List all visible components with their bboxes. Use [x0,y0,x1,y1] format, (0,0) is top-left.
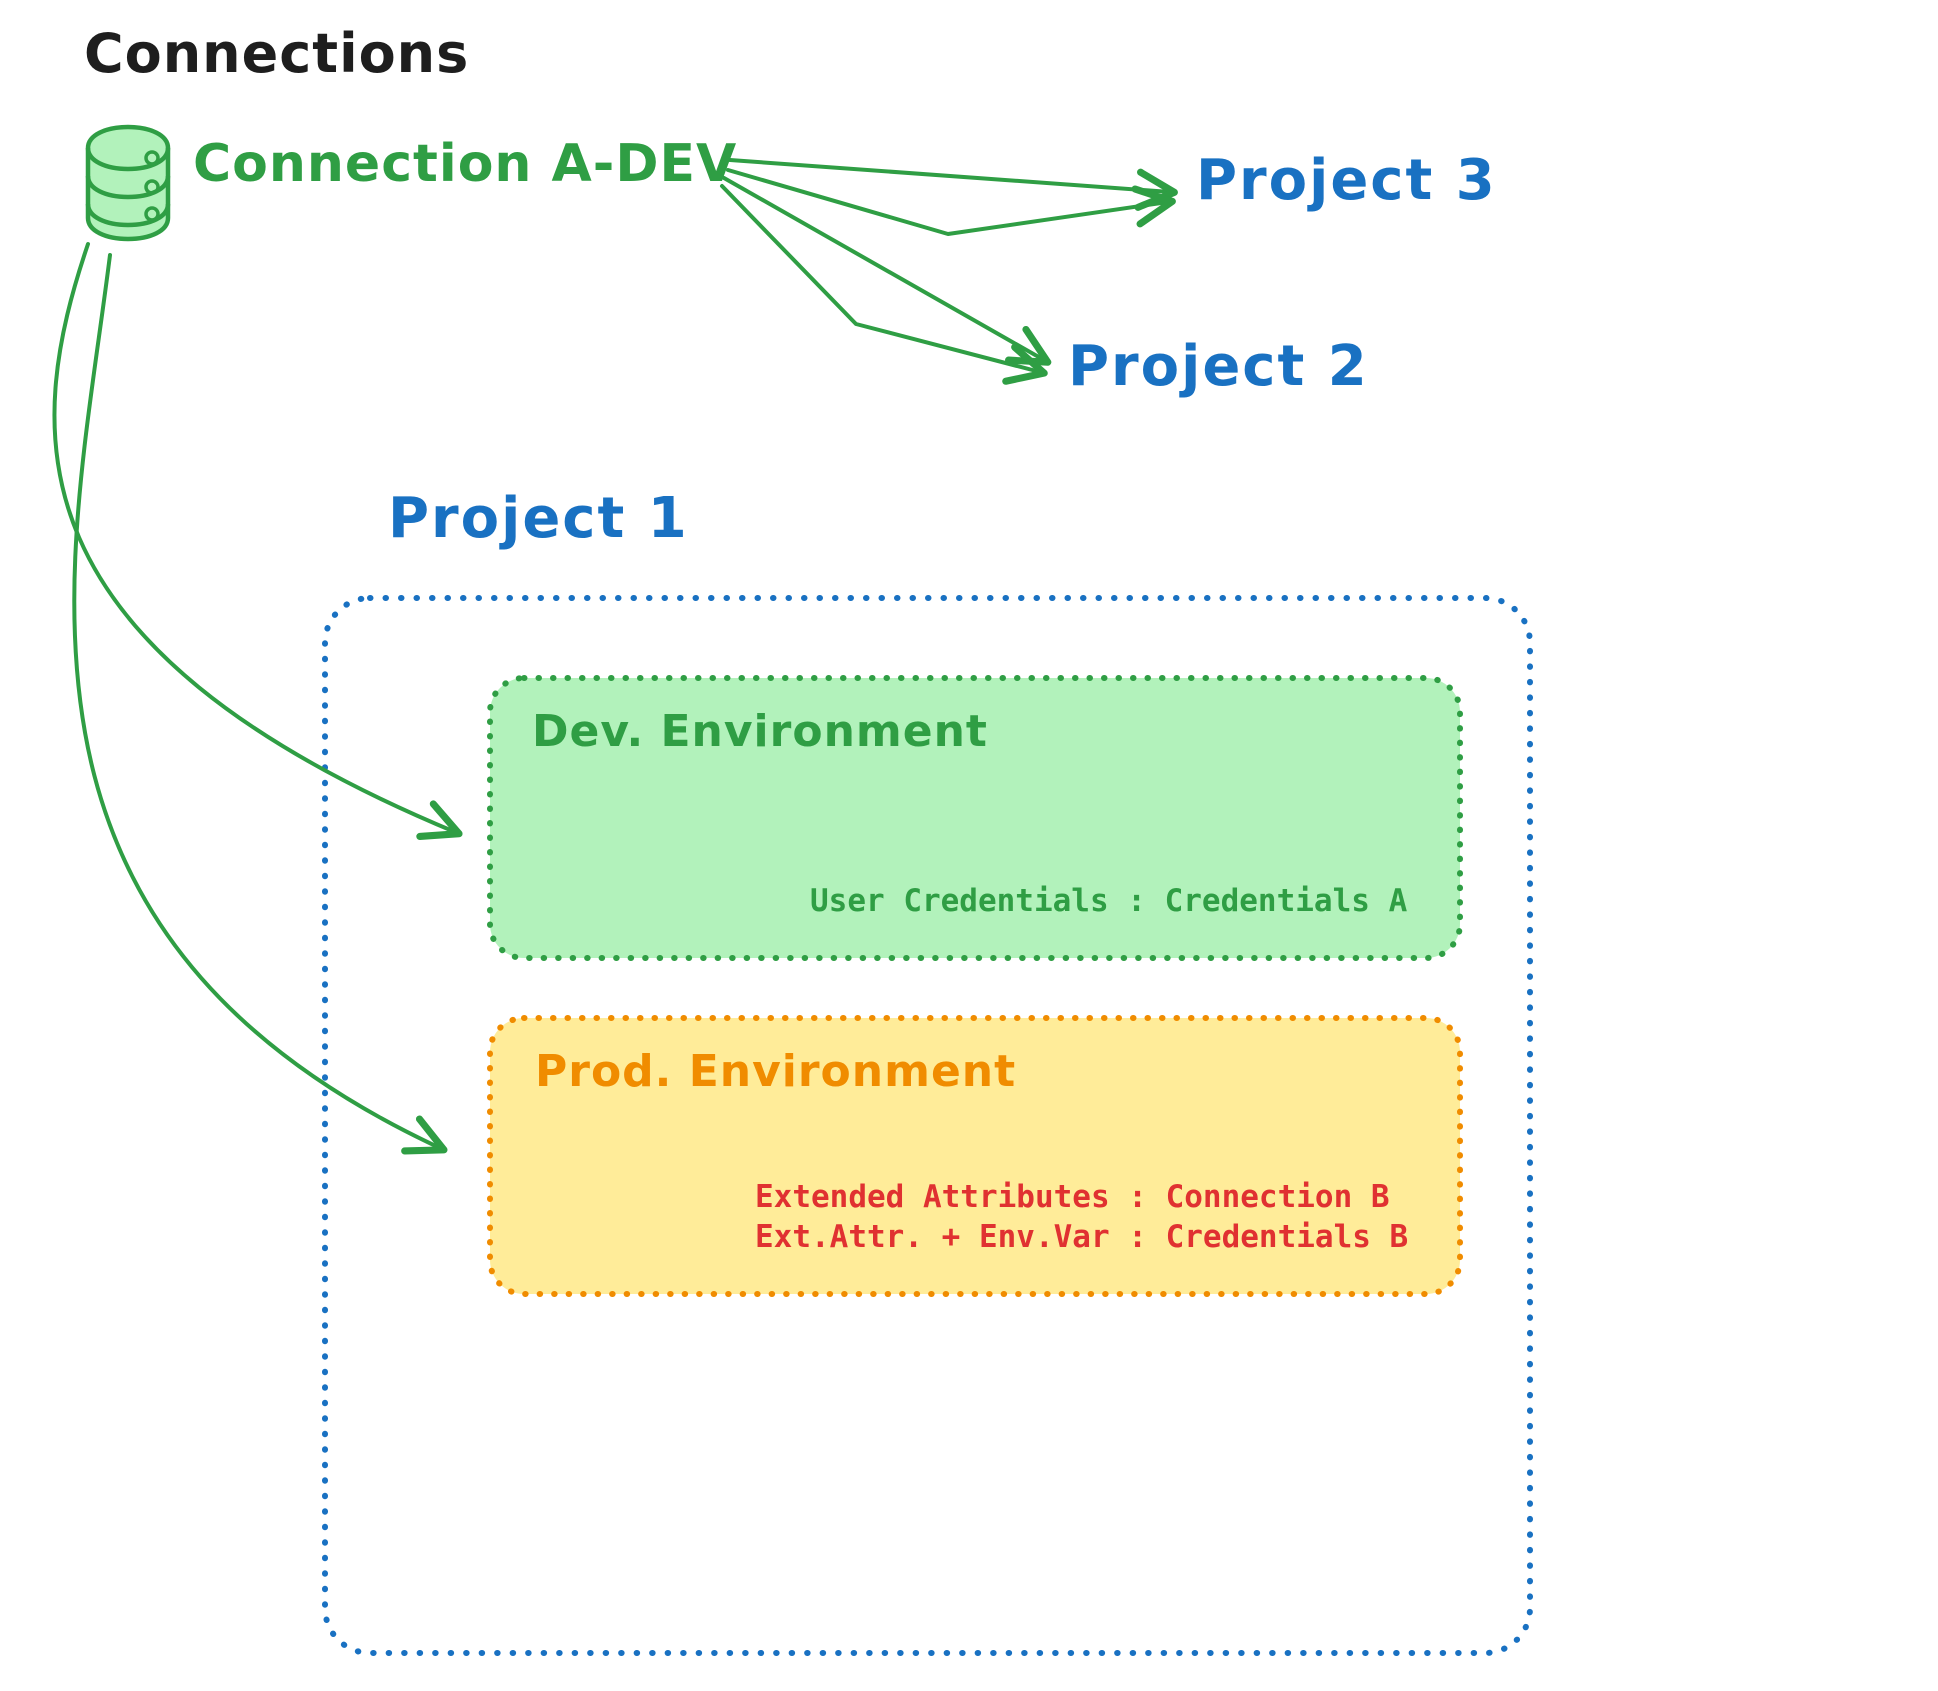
project-1-label: Project 1 [388,486,689,551]
arrow-connection-to-project3-a [728,158,1178,211]
arrow-connection-to-project2-b [720,184,1048,385]
database-icon [85,124,171,242]
arrow-connection-to-project3-b [726,168,1176,236]
arrow-connection-to-project2-a [722,176,1052,366]
arrow-database-to-prod-environment [72,253,448,1155]
project-1-container-box [322,595,1533,1656]
project-2-label: Project 2 [1068,334,1369,399]
dev-environment-credentials-text: User Credentials : Credentials A [810,883,1408,919]
arrow-database-to-dev-environment [52,242,463,840]
diagram-title: Connections [84,22,470,85]
project-3-label: Project 3 [1196,148,1497,213]
prod-environment-title: Prod. Environment [535,1046,1017,1097]
connection-a-dev-label: Connection A-DEV [193,134,738,194]
prod-environment-attr-line2: Ext.Attr. + Env.Var : Credentials B [755,1219,1409,1255]
prod-environment-attr-line1: Extended Attributes : Connection B [755,1179,1390,1215]
dev-environment-box [487,675,1463,961]
dev-environment-title: Dev. Environment [532,706,988,757]
prod-environment-box [487,1015,1463,1297]
